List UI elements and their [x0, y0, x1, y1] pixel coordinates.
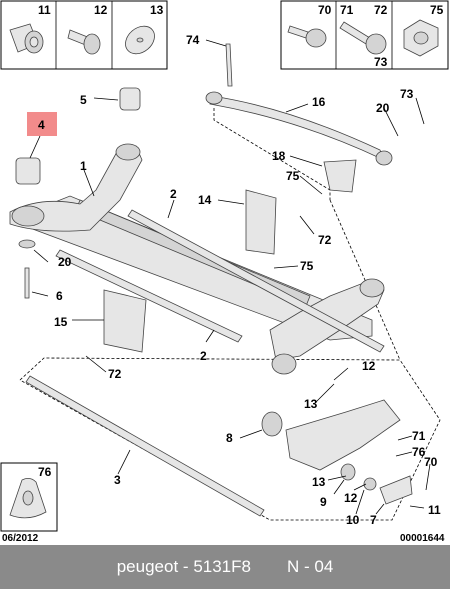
- header-label-73: 73: [374, 55, 388, 69]
- callout-72-upper[interactable]: 72: [318, 233, 332, 247]
- part-number: 5131F8: [193, 557, 251, 576]
- washer-icon: [125, 25, 155, 55]
- callout-11[interactable]: 11: [428, 503, 441, 517]
- callout-70[interactable]: 70: [424, 455, 438, 469]
- arm-link-outline: [213, 108, 331, 200]
- callout-13-upper[interactable]: 13: [304, 397, 318, 411]
- brand-name: peugeot: [116, 557, 179, 576]
- inset-box: 76: [0, 462, 58, 532]
- header-left-box: 11 12 13: [0, 0, 168, 70]
- header-label-72: 72: [374, 3, 388, 17]
- header-label-71: 71: [340, 3, 354, 17]
- heat-shields: [103, 189, 277, 353]
- torsion-bars: [25, 209, 385, 517]
- callout-13-lower[interactable]: 13: [312, 475, 326, 489]
- bolt-icon: [67, 29, 101, 55]
- callout-10[interactable]: 10: [346, 513, 360, 527]
- callout-4[interactable]: 4: [38, 118, 45, 132]
- callout-14[interactable]: 14: [198, 193, 212, 207]
- leader-lines: [29, 39, 431, 515]
- callout-9[interactable]: 9: [320, 495, 327, 509]
- header-right-box: 70 71 72 73 75: [280, 0, 449, 70]
- cup-washer-icon: [9, 478, 47, 519]
- callout-71[interactable]: 71: [412, 429, 426, 443]
- callout-20-right[interactable]: 20: [376, 101, 390, 115]
- callout-5[interactable]: 5: [80, 93, 87, 107]
- callout-6[interactable]: 6: [56, 289, 63, 303]
- callout-12-lower[interactable]: 12: [344, 491, 358, 505]
- lower-assembly-outline: [19, 357, 441, 521]
- part-caption: peugeot - 5131F8: [117, 557, 251, 577]
- callout-3[interactable]: 3: [114, 473, 121, 487]
- callout-15[interactable]: 15: [54, 315, 68, 329]
- parts-diagram: 11 12 13 70 71 72 73 75: [0, 0, 449, 544]
- hex-nut-icon: [403, 19, 439, 57]
- callout-16[interactable]: 16: [312, 95, 326, 109]
- diagram-reference: N - 04: [286, 557, 334, 576]
- callouts: 1 2 2 3 5 6 7 8 9 10 11 12 12 13 13 14 1…: [54, 33, 441, 527]
- callout-72-lower[interactable]: 72: [108, 367, 122, 381]
- header-label-13: 13: [150, 3, 164, 17]
- date-code: 06/2012: [2, 533, 39, 544]
- axle-beam: [9, 143, 385, 375]
- callout-75-lower[interactable]: 75: [300, 259, 314, 273]
- header-label-11: 11: [38, 3, 51, 17]
- bushings: [15, 87, 141, 299]
- header-label-75: 75: [430, 3, 444, 17]
- part-info-footer: peugeot - 5131F8 N - 04: [0, 545, 450, 589]
- drawing-code: 00001644: [400, 533, 445, 544]
- inset-label-76: 76: [38, 465, 52, 479]
- long-bolt-icon: [339, 21, 387, 55]
- callout-75-upper[interactable]: 75: [286, 169, 300, 183]
- callout-76[interactable]: 76: [412, 445, 426, 459]
- callout-74[interactable]: 74: [186, 33, 200, 47]
- panhard-rod: [205, 43, 393, 193]
- callout-2-lower[interactable]: 2: [200, 349, 207, 363]
- caption-separator: -: [182, 557, 189, 576]
- callout-12-upper[interactable]: 12: [362, 359, 376, 373]
- callout-18[interactable]: 18: [272, 149, 286, 163]
- hub-assembly: [261, 399, 413, 505]
- plug-icon: [9, 23, 44, 54]
- callout-7[interactable]: 7: [370, 513, 377, 527]
- callout-73[interactable]: 73: [400, 87, 414, 101]
- header-label-12: 12: [94, 3, 108, 17]
- callout-20-left[interactable]: 20: [58, 255, 72, 269]
- header-label-70: 70: [318, 3, 332, 17]
- callout-8[interactable]: 8: [226, 431, 233, 445]
- callout-1[interactable]: 1: [80, 159, 87, 173]
- flange-bolt-icon: [287, 25, 327, 48]
- callout-2-upper[interactable]: 2: [170, 187, 177, 201]
- highlight-box: [27, 112, 57, 136]
